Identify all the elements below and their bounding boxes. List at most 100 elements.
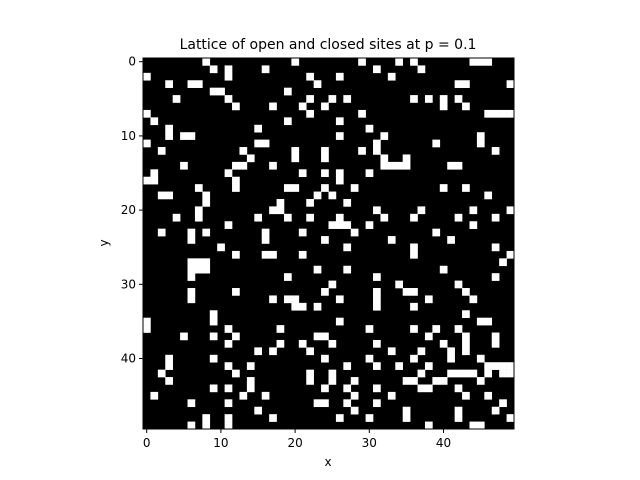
open-site-cell (373, 339, 381, 348)
plot-frame (142, 57, 515, 430)
open-site-cell (350, 377, 359, 385)
open-site-cell (462, 184, 470, 192)
open-site-cell (261, 391, 270, 400)
open-site-cell (506, 414, 515, 422)
open-site-cell (202, 421, 211, 430)
open-site-cell (313, 332, 322, 341)
open-site-cell (261, 228, 270, 237)
open-site-cell (254, 139, 263, 148)
open-site-cell (202, 265, 211, 274)
open-site-cell (232, 184, 240, 192)
open-site-cell (373, 288, 381, 296)
open-site-cell (180, 161, 188, 170)
open-site-cell (306, 213, 314, 222)
open-site-cell (276, 198, 285, 207)
open-site-cell (172, 95, 181, 103)
open-site-cell (269, 295, 277, 304)
open-sites (143, 58, 515, 430)
open-site-cell (491, 339, 500, 348)
open-site-cell (202, 191, 211, 200)
open-site-cell (157, 228, 166, 237)
open-site-cell (246, 154, 255, 163)
open-site-cell (476, 421, 485, 430)
open-site-cell (209, 317, 218, 326)
open-site-cell (447, 236, 455, 244)
open-site-cell (187, 228, 196, 237)
open-site-cell (402, 288, 411, 296)
open-site-cell (306, 369, 314, 378)
open-site-cell (187, 273, 196, 281)
open-site-cell (424, 421, 433, 430)
open-site-cell (373, 295, 381, 304)
open-site-cell (187, 236, 196, 244)
open-site-cell (439, 265, 448, 274)
open-site-cell (321, 332, 329, 341)
open-site-cell (194, 265, 203, 274)
open-site-cell (283, 184, 292, 192)
open-site-cell (476, 354, 485, 363)
open-site-cell (194, 80, 203, 88)
open-site-cell (417, 206, 426, 215)
open-site-cell (499, 362, 507, 370)
open-site-cell (358, 109, 366, 118)
open-site-cell (202, 258, 211, 267)
open-site-cell (410, 58, 418, 66)
open-site-cell (365, 124, 374, 133)
open-site-cell (350, 184, 359, 192)
open-site-cell (432, 325, 441, 333)
open-site-cell (328, 191, 337, 200)
open-site-cell (454, 414, 463, 422)
open-site-cell (454, 80, 463, 88)
open-site-cell (410, 95, 418, 103)
open-site-cell (313, 80, 322, 88)
open-site-cell (254, 124, 263, 133)
open-site-cell (387, 347, 396, 356)
open-site-cell (328, 280, 337, 289)
x-tick-label: 40 (436, 436, 451, 450)
open-site-cell (209, 310, 218, 318)
open-site-cell (506, 206, 515, 215)
open-site-cell (410, 377, 418, 385)
open-site-cell (410, 325, 418, 333)
open-site-cell (365, 325, 374, 333)
open-site-cell (298, 228, 307, 237)
open-site-cell (410, 354, 418, 363)
open-site-cell (380, 154, 389, 163)
open-site-cell (283, 213, 292, 222)
open-site-cell (373, 147, 381, 155)
open-site-cell (343, 384, 352, 393)
open-site-cell (239, 147, 248, 155)
open-site-cell (476, 377, 485, 385)
open-site-cell (462, 80, 470, 88)
open-site-cell (506, 250, 515, 259)
open-site-cell (469, 206, 478, 215)
open-site-cell (476, 132, 485, 140)
x-axis-label: x (324, 455, 331, 469)
open-site-cell (335, 295, 344, 304)
open-site-cell (209, 65, 218, 74)
open-site-cell (491, 243, 500, 252)
open-site-cell (269, 206, 277, 215)
open-site-cell (506, 109, 515, 118)
open-site-cell (343, 362, 352, 370)
open-site-cell (143, 317, 151, 326)
open-site-cell (424, 332, 433, 341)
open-site-cell (143, 325, 151, 333)
open-site-cell (172, 213, 181, 222)
open-site-cell (491, 362, 500, 370)
open-site-cell (462, 310, 470, 318)
open-site-cell (328, 95, 337, 103)
open-site-cell (335, 317, 344, 326)
open-site-cell (187, 399, 196, 408)
open-site-cell (387, 236, 396, 244)
open-site-cell (454, 95, 463, 103)
open-site-cell (224, 399, 233, 408)
open-site-cell (217, 87, 225, 96)
open-site-cell (328, 369, 337, 378)
open-site-cell (462, 288, 470, 296)
open-site-cell (491, 273, 500, 281)
open-site-cell (261, 65, 270, 74)
open-site-cell (143, 139, 151, 148)
open-site-cell (476, 139, 485, 148)
